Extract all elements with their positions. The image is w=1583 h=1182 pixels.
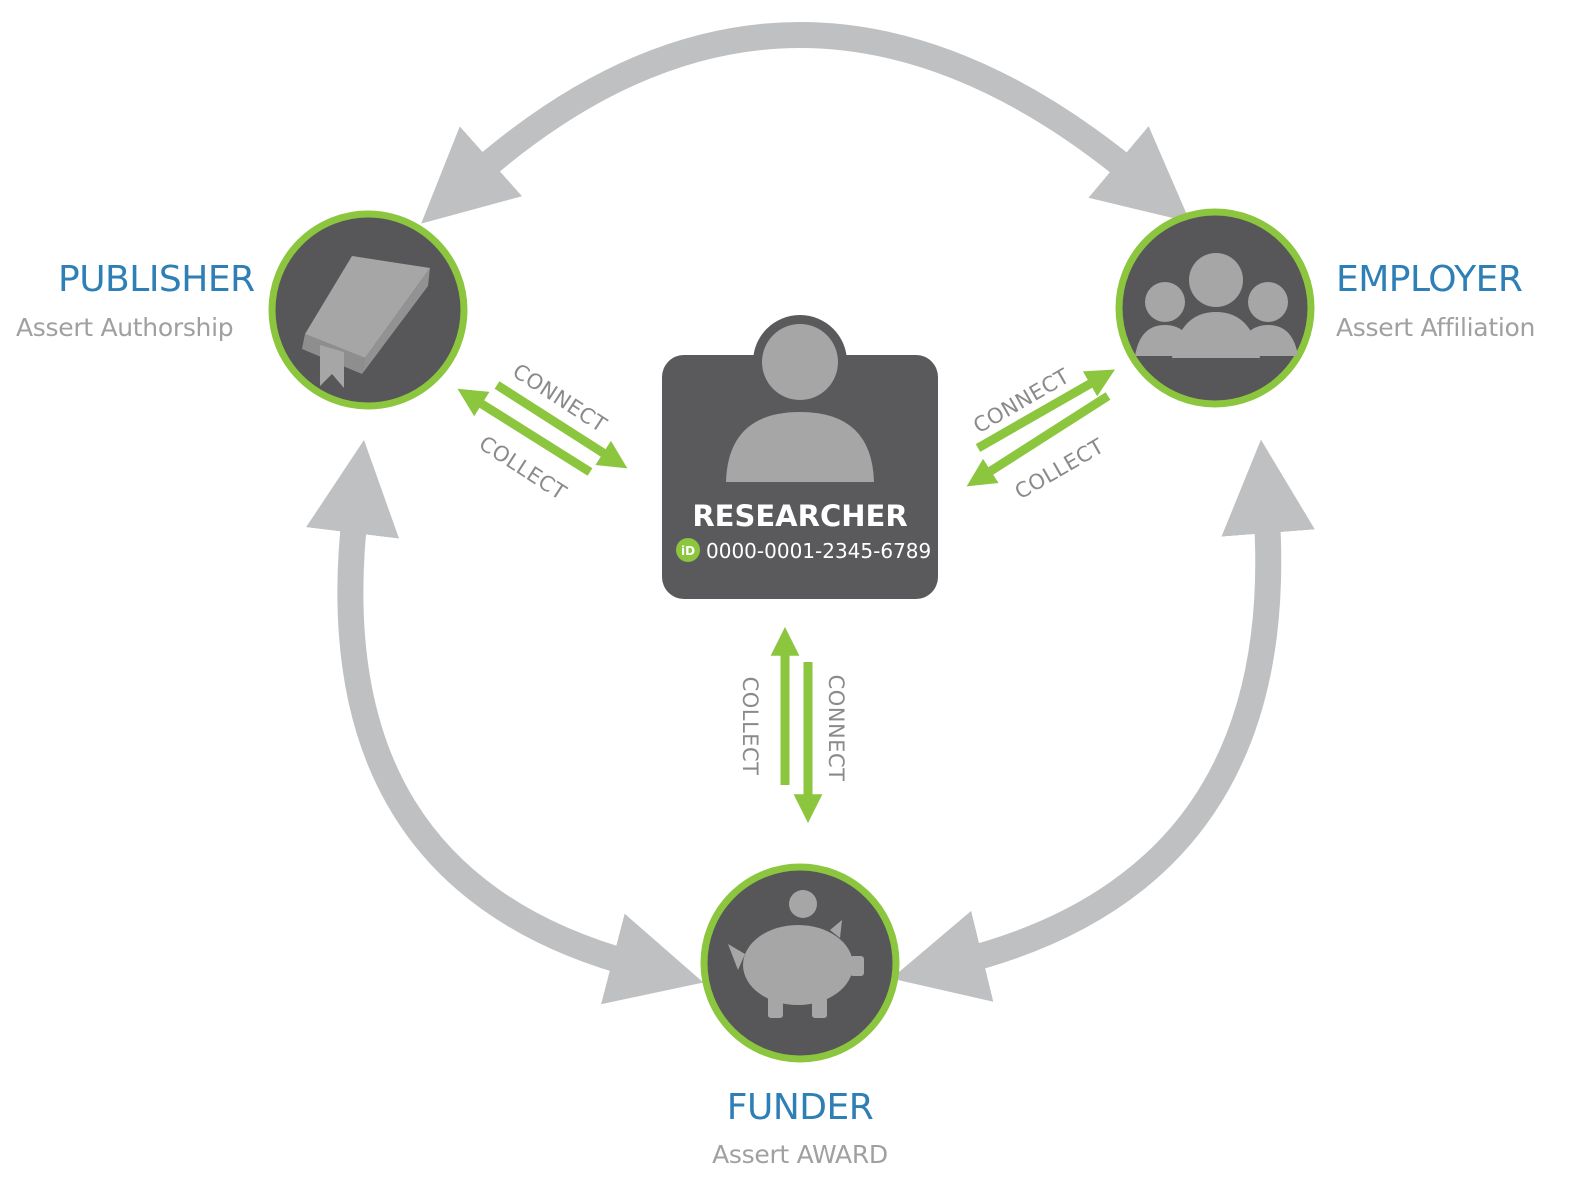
employer-subtitle: Assert Affiliation: [1336, 313, 1536, 342]
publisher-node: [268, 210, 468, 410]
publisher-subtitle: Assert Authorship: [16, 313, 234, 342]
employer-connect-arrow: [975, 369, 1115, 452]
people-icon: [1135, 253, 1298, 358]
cycle-arrow-employer-funder: [891, 439, 1315, 1002]
publisher-collect-label: COLLECT: [475, 431, 571, 505]
researcher-card: RESEARCHER iD 0000-0001-2345-6789: [662, 315, 938, 599]
funder-subtitle: Assert AWARD: [712, 1140, 888, 1169]
orcid-badge-label: iD: [681, 544, 695, 558]
publisher-connect-arrow: [494, 381, 628, 469]
funder-node: [700, 863, 900, 1063]
researcher-title: RESEARCHER: [692, 499, 907, 533]
book-icon: [302, 256, 430, 388]
orcid-badge: [676, 538, 700, 562]
cycle-arrows: [306, 22, 1315, 1005]
person-icon: [726, 324, 874, 482]
employer-node: [1115, 208, 1315, 408]
funder-connect-label: CONNECT: [824, 675, 848, 782]
funder-title: FUNDER: [726, 1087, 874, 1128]
cycle-arrow-publisher-funder: [306, 439, 704, 1005]
employer-collect-arrow: [966, 392, 1111, 487]
link-arrows: [457, 369, 1115, 824]
piggy-bank-icon: [728, 890, 864, 1018]
funder-collect-label: COLLECT: [738, 677, 762, 776]
employer-title: EMPLOYER: [1336, 259, 1523, 300]
publisher-title: PUBLISHER: [58, 259, 255, 300]
publisher-collect-arrow: [457, 388, 593, 476]
orcid-id: 0000-0001-2345-6789: [706, 539, 931, 563]
cycle-arrow-publisher-employer: [421, 22, 1191, 224]
